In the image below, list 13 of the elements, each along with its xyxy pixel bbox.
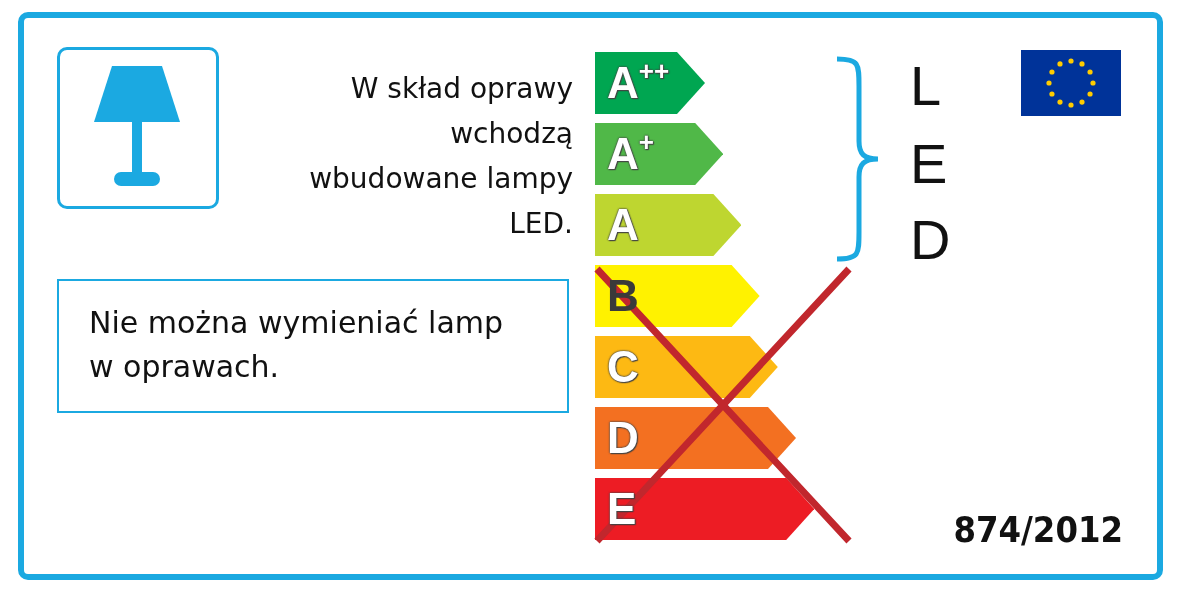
- info-box: [57, 279, 569, 413]
- info-text: Nie można wymieniać lamp w oprawach.: [89, 304, 505, 386]
- energy-letter: L: [910, 53, 942, 119]
- info-text: W skład oprawy wchodzą wbudowane lampy LED.: [308, 71, 573, 242]
- regulation-number: 874/2012: [952, 508, 1123, 552]
- energy-class-bar: A$^{++}$: [595, 52, 705, 114]
- energy-class-bar: A$^{+}$: [595, 123, 724, 185]
- energy-class-bar: A: [595, 194, 742, 256]
- energy-class-bar: D: [595, 407, 796, 469]
- energy-letter: E: [910, 131, 948, 197]
- energy-class-bar: C: [595, 336, 778, 398]
- energy-class-bar: E: [595, 478, 815, 540]
- energy-letter: D: [910, 207, 951, 273]
